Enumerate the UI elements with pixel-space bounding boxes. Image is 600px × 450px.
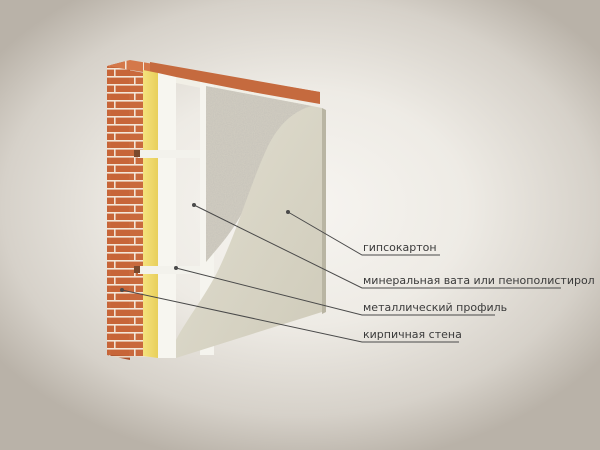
screw-icon	[134, 266, 140, 273]
insulation-layer	[206, 86, 312, 262]
drywall-edge	[322, 108, 326, 314]
yellow-profile-layer	[143, 70, 158, 358]
pointer-dot-drywall	[286, 210, 290, 214]
label-profile: металлический профиль	[363, 301, 507, 314]
brick-wall-front	[107, 66, 150, 357]
label-insulation: минеральная вата или пенополистирол	[363, 274, 595, 287]
screw-icon	[134, 150, 140, 157]
label-brick: кирпичная стена	[363, 328, 462, 341]
pointer-dot-insulation	[192, 203, 196, 207]
leader-lines	[121, 204, 561, 343]
label-drywall: гипсокартон	[363, 241, 437, 254]
pointer-dot-brick	[120, 288, 124, 292]
brick-wall-back-band	[150, 62, 320, 104]
pointer-dot-profile	[174, 266, 178, 270]
